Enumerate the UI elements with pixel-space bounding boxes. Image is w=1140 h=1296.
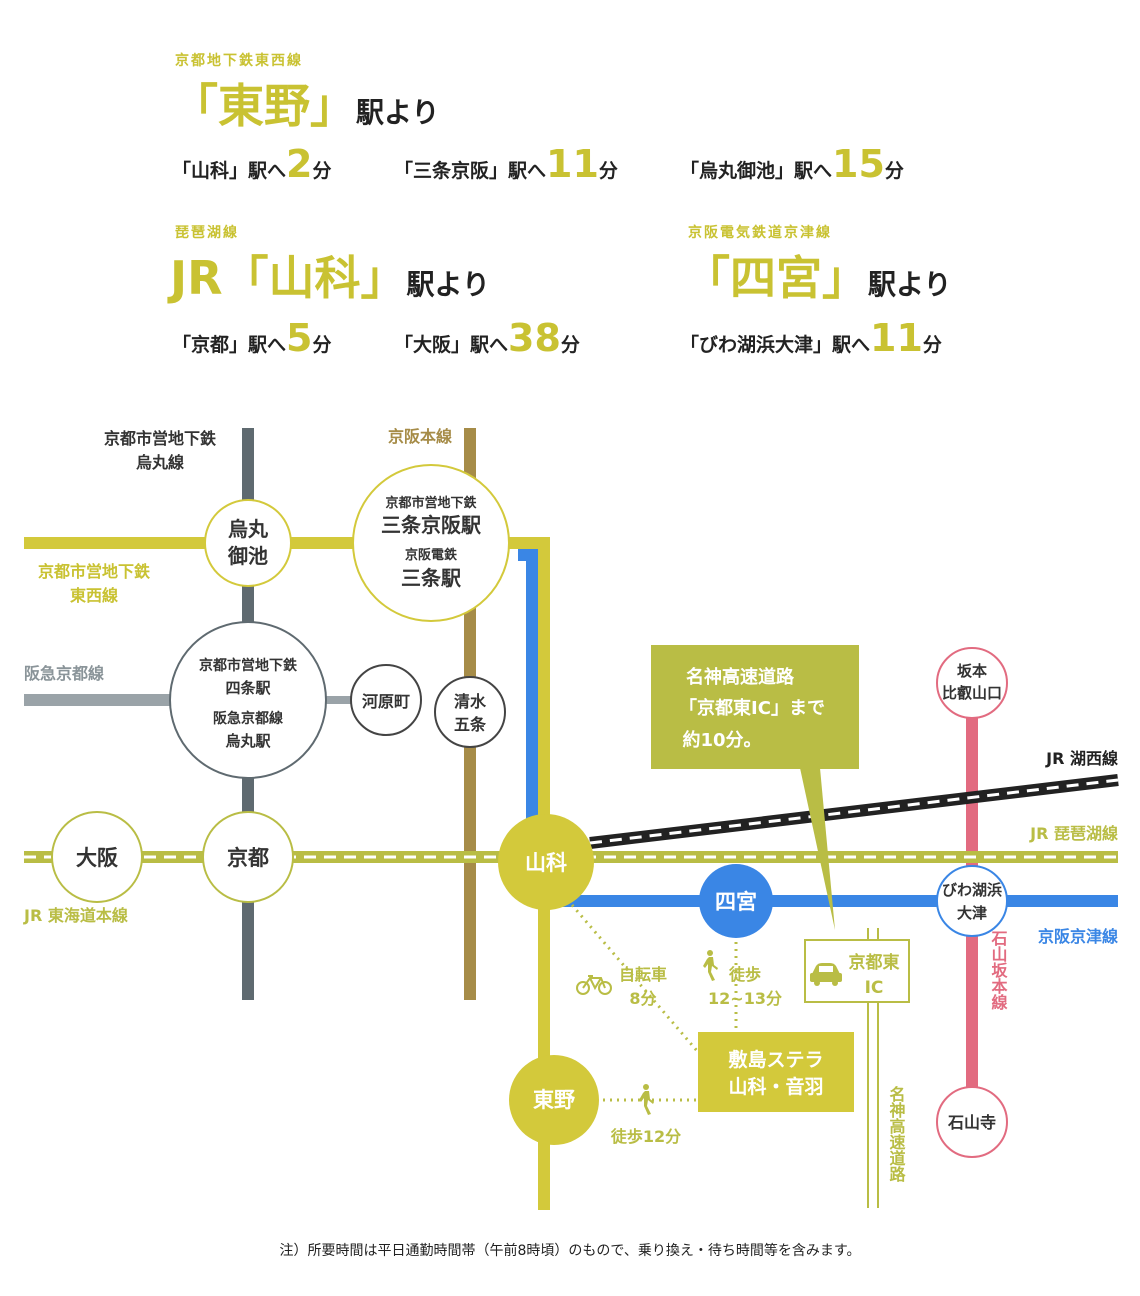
svg-text:三条駅: 三条駅 <box>401 566 461 590</box>
svg-text:敷島ステラ: 敷島ステラ <box>728 1048 823 1071</box>
svg-text:大阪: 大阪 <box>76 846 119 870</box>
svg-text:約10分。: 約10分。 <box>682 729 761 751</box>
keihan-main-label: 京阪本線 <box>388 427 452 446</box>
karasuma-line-label-2: 烏丸線 <box>136 453 184 472</box>
svg-text:京都東: 京都東 <box>849 952 900 973</box>
keihan-keishin-label: 京阪京津線 <box>1038 927 1118 946</box>
walk-shinomiya-label-2: 12~13分 <box>708 989 782 1008</box>
svg-text:京都市営地下鉄: 京都市営地下鉄 <box>199 657 298 674</box>
station-yamashina: 山科 <box>498 814 594 910</box>
meishin-label: 名神高速道路 <box>887 1085 906 1183</box>
svg-text:四条駅: 四条駅 <box>225 679 271 697</box>
station-shijo: 京都市営地下鉄 四条駅 阪急京都線 烏丸駅 <box>169 621 327 779</box>
jr-tokaido-label: JR 東海道本線 <box>23 906 128 925</box>
svg-text:五条: 五条 <box>454 715 487 734</box>
svg-text:御池: 御池 <box>227 544 268 568</box>
kyoto-higashi-ic: 京都東 IC <box>804 939 910 1003</box>
svg-text:京都市営地下鉄: 京都市営地下鉄 <box>385 495 476 511</box>
station-sanjo: 京都市営地下鉄 三条京阪駅 京阪電鉄 三条駅 <box>352 464 510 622</box>
shinomiya-line-label: 京阪電気鉄道京津線 <box>688 225 832 241</box>
svg-text:山科・音羽: 山科・音羽 <box>728 1075 823 1098</box>
walker-icon-higashino <box>639 1084 654 1115</box>
svg-text:四宮: 四宮 <box>715 890 757 914</box>
bike-route <box>570 904 700 1053</box>
station-kawaramachi: 河原町 <box>350 664 422 736</box>
tozai-line <box>24 537 550 1210</box>
ishiyama-sakamoto-label: 石山坂本線 <box>989 930 1009 1011</box>
svg-text:河原町: 河原町 <box>362 692 410 711</box>
time-sanjo-keihan: 「三条京阪」駅へ11分 <box>394 142 618 186</box>
bike-time-label: 自転車 <box>619 965 667 984</box>
tozai-line-label-2: 東西線 <box>70 586 118 605</box>
bike-time-label-2: 8分 <box>629 989 656 1008</box>
car-icon <box>810 963 842 986</box>
jr-kosei-label: JR 湖西線 <box>1045 749 1118 768</box>
yamashina-line-label: 琵琶湖線 <box>175 225 239 241</box>
svg-text:名神高速道路: 名神高速道路 <box>686 666 795 688</box>
station-biwako-hamaotsu: びわ湖浜 大津 <box>936 865 1008 937</box>
svg-text:「京都東IC」まで: 「京都東IC」まで <box>679 697 825 719</box>
svg-text:石山寺: 石山寺 <box>947 1113 996 1132</box>
time-karasuma-oike: 「烏丸御池」駅へ15分 <box>680 142 904 186</box>
footnote: 注）所要時間は平日通勤時間帯（午前8時頃）のもので、乗り換え・待ち時間等を含みま… <box>279 1243 861 1259</box>
svg-text:IC: IC <box>865 978 884 998</box>
walk-higashino-label: 徒歩12分 <box>610 1127 681 1146</box>
svg-text:東野: 東野 <box>533 1088 575 1112</box>
svg-text:比叡山口: 比叡山口 <box>942 684 1002 702</box>
time-biwako-hamaotsu: 「びわ湖浜大津」駅へ11分 <box>680 316 942 360</box>
karasuma-line-label: 京都市営地下鉄 <box>104 429 216 448</box>
bicycle-icon <box>576 975 612 995</box>
svg-text:三条京阪駅: 三条京阪駅 <box>381 513 481 537</box>
keihan-keishin-line <box>518 549 538 850</box>
svg-text:清水: 清水 <box>454 692 487 711</box>
higashino-line-label: 京都地下鉄東西線 <box>175 53 303 69</box>
station-osaka: 大阪 <box>51 811 143 903</box>
svg-text:烏丸駅: 烏丸駅 <box>225 732 271 750</box>
station-ishiyamadera: 石山寺 <box>936 1086 1008 1158</box>
yamashina-title: JR「山科」駅より <box>170 251 490 305</box>
svg-text:大津: 大津 <box>957 904 987 922</box>
callout-meishin: 名神高速道路 「京都東IC」まで 約10分。 <box>651 645 859 930</box>
svg-text:坂本: 坂本 <box>957 662 987 680</box>
time-kyoto: 「京都」駅へ5分 <box>172 316 332 360</box>
hankyu-label: 阪急京都線 <box>24 664 104 683</box>
property-box: 敷島ステラ 山科・音羽 <box>698 1032 854 1112</box>
svg-text:阪急京都線: 阪急京都線 <box>213 710 283 727</box>
time-osaka: 「大阪」駅へ38分 <box>394 316 580 360</box>
svg-text:烏丸: 烏丸 <box>228 517 269 541</box>
station-shinomiya: 四宮 <box>699 864 773 938</box>
walker-icon-shinomiya <box>703 950 718 981</box>
station-kyoto: 京都 <box>202 811 294 903</box>
station-sakamoto: 坂本 比叡山口 <box>936 647 1008 719</box>
walk-shinomiya-label: 徒歩 <box>728 965 761 984</box>
svg-text:びわ湖浜: びわ湖浜 <box>942 881 1002 899</box>
svg-text:山科: 山科 <box>525 851 567 875</box>
shinomiya-title: 「四宮」駅より <box>684 251 952 305</box>
tozai-line-label: 京都市営地下鉄 <box>38 562 150 581</box>
station-karasuma-oike: 烏丸 御池 <box>204 499 292 587</box>
higashino-title: 「東野」駅より <box>172 79 440 133</box>
svg-text:京阪電鉄: 京阪電鉄 <box>405 547 457 563</box>
jr-biwako-label: JR 琵琶湖線 <box>1029 824 1118 843</box>
svg-text:京都: 京都 <box>227 846 269 870</box>
station-kiyomizu-gojo: 清水 五条 <box>434 676 506 748</box>
jr-kosei-dash <box>589 778 1119 845</box>
time-yamashina: 「山科」駅へ2分 <box>172 142 332 186</box>
station-higashino: 東野 <box>509 1055 599 1145</box>
